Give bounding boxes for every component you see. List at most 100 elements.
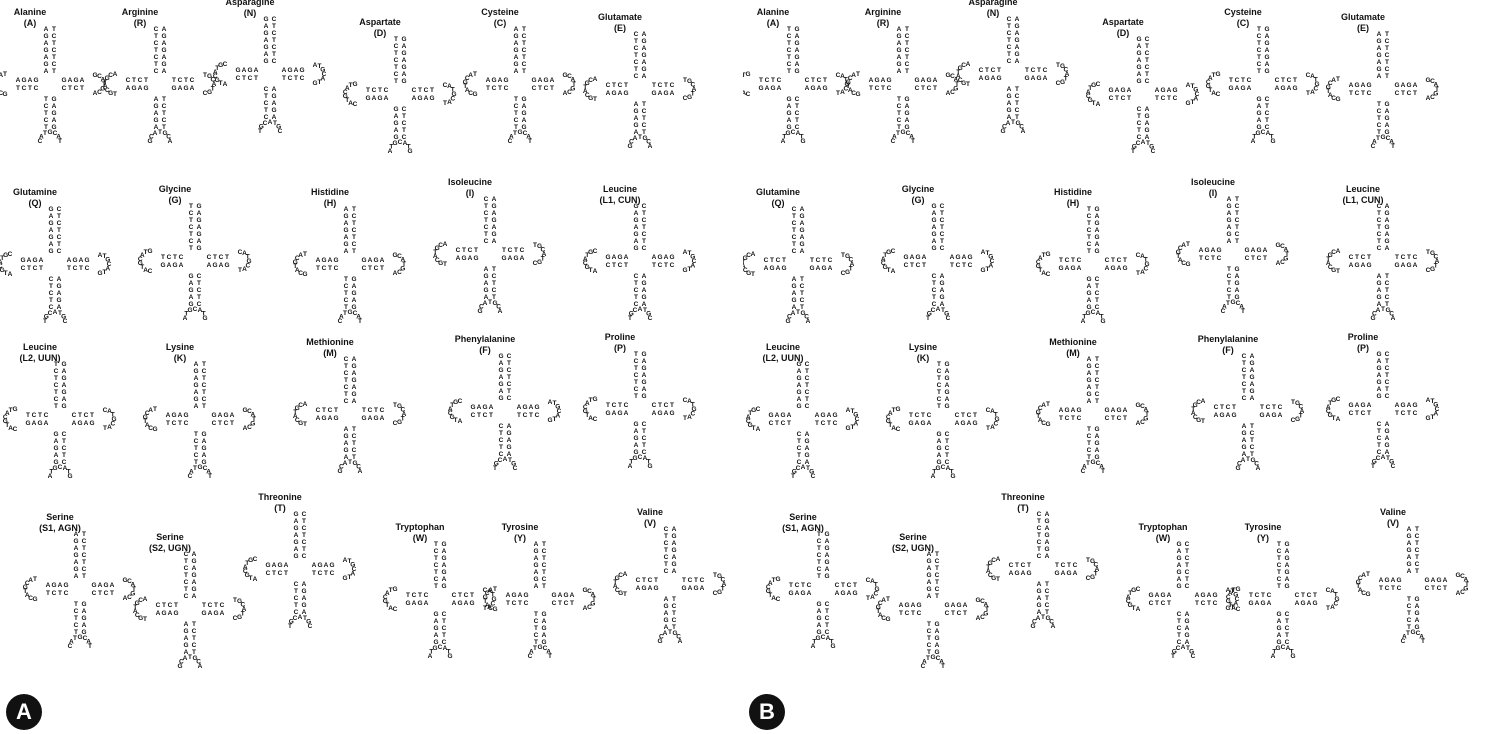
nucleotide: G: [224, 262, 229, 269]
nucleotide: T: [1208, 87, 1212, 94]
nucleotide: T: [173, 254, 177, 261]
trna-code-label: (S2, UGN): [892, 543, 934, 553]
nucleotide: T: [230, 420, 234, 427]
nucleotide: G: [633, 217, 638, 224]
nucleotide: A: [746, 414, 751, 421]
trna-code-label: (M): [1066, 348, 1080, 358]
nucleotide: A: [1043, 75, 1048, 82]
nucleotide: T: [688, 266, 692, 273]
nucleotide: C: [490, 601, 495, 608]
nucleotide: C: [817, 538, 822, 545]
nucleotide: T: [522, 40, 526, 47]
nucleotide: T: [558, 600, 562, 607]
nucleotide: G: [1436, 577, 1441, 584]
nucleotide: C: [28, 595, 33, 602]
nucleotide: G: [804, 452, 809, 459]
nucleotide: T: [950, 469, 954, 476]
nucleotide: T: [1082, 314, 1086, 321]
nucleotide: A: [294, 67, 299, 74]
nucleotide: T: [985, 67, 989, 74]
nucleotide: T: [49, 283, 53, 290]
nucleotide: C: [154, 26, 159, 33]
nucleotide: A: [489, 404, 494, 411]
nucleotide: C: [1377, 122, 1382, 129]
nucleotide: T: [787, 40, 791, 47]
nucleotide: G: [605, 410, 610, 417]
nucleotide: T: [184, 311, 188, 318]
nucleotide: T: [836, 90, 840, 97]
nucleotide: C: [8, 251, 13, 258]
nucleotide: G: [1058, 265, 1063, 272]
nucleotide: T: [1257, 54, 1261, 61]
nucleotide: C: [300, 75, 305, 82]
nucleotide: T: [374, 407, 378, 414]
nucleotide: T: [937, 389, 941, 396]
nucleotide: C: [800, 297, 805, 304]
nucleotide: C: [1285, 611, 1290, 618]
nucleotide: C: [82, 552, 87, 559]
nucleotide: C: [179, 659, 184, 666]
nucleotide: C: [72, 412, 77, 419]
nucleotide: T: [817, 573, 821, 580]
nucleotide: G: [1376, 365, 1381, 372]
nucleotide: T: [57, 227, 61, 234]
nucleotide: G: [211, 412, 216, 419]
nucleotide: G: [533, 576, 538, 583]
nucleotide: A: [529, 404, 534, 411]
nucleotide: C: [338, 318, 343, 325]
nucleotide: A: [652, 254, 657, 261]
nucleotide: C: [52, 47, 57, 54]
nucleotide: A: [162, 40, 167, 47]
nucleotide: C: [1267, 592, 1272, 599]
nucleotide: T: [1015, 562, 1019, 569]
nucleotide: C: [1395, 90, 1400, 97]
nucleotide: A: [518, 592, 523, 599]
nucleotide: C: [192, 642, 197, 649]
nucleotide: A: [492, 196, 497, 203]
nucleotide: T: [394, 64, 398, 71]
nucleotide: A: [1336, 416, 1341, 423]
nucleotide: G: [792, 469, 797, 476]
nucleotide: C: [344, 283, 349, 290]
nucleotide: G: [1094, 248, 1099, 255]
nucleotide: T: [242, 75, 246, 82]
nucleotide: C: [219, 254, 224, 261]
nucleotide: A: [412, 95, 417, 102]
nucleotide: C: [1002, 124, 1007, 131]
nucleotide: C: [1161, 95, 1166, 102]
nucleotide: C: [1095, 290, 1100, 297]
nucleotide: G: [295, 405, 300, 412]
nucleotide: T: [302, 518, 306, 525]
trna-code-label: (Y): [1257, 533, 1269, 543]
nucleotide: C: [434, 576, 439, 583]
nucleotide: A: [250, 412, 255, 419]
nucleotide: G: [1241, 430, 1246, 437]
nucleotide: A: [1263, 247, 1268, 254]
nucleotide: C: [795, 110, 800, 117]
nucleotide: T: [634, 38, 638, 45]
nucleotide: T: [418, 87, 422, 94]
trna-name-label: Tryptophan: [1139, 522, 1188, 532]
nucleotide: C: [787, 61, 792, 68]
nucleotide: C: [54, 382, 59, 389]
nucleotide: A: [953, 77, 958, 84]
nucleotide: A: [687, 414, 692, 421]
nucleotide: C: [1032, 619, 1037, 626]
nucleotide: G: [321, 257, 326, 264]
nucleotide: G: [1176, 249, 1181, 256]
nucleotide: A: [154, 96, 159, 103]
trna-code-label: (G): [169, 195, 182, 205]
nucleotide: C: [1206, 79, 1211, 86]
nucleotide: A: [1307, 600, 1312, 607]
nucleotide: C: [458, 398, 463, 405]
nucleotide: C: [1245, 255, 1250, 262]
nucleotide: C: [184, 420, 189, 427]
nucleotide: G: [641, 38, 646, 45]
nucleotide: T: [324, 570, 328, 577]
nucleotide: A: [44, 68, 49, 75]
nucleotide: T: [672, 624, 676, 631]
nucleotide: G: [453, 399, 458, 406]
nucleotide: A: [1443, 577, 1448, 584]
trna-name-label: Glutamine: [756, 187, 800, 197]
